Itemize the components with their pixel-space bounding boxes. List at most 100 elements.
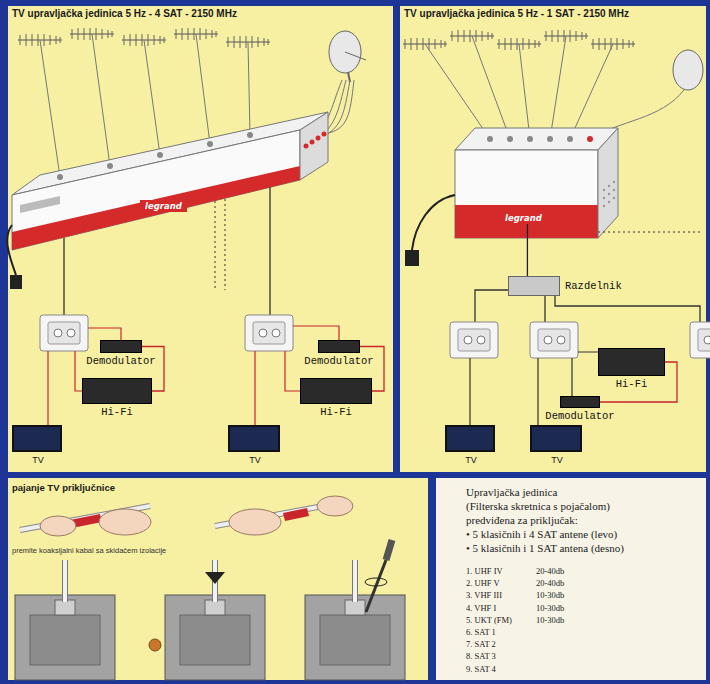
control-unit xyxy=(507,136,513,142)
hifi-unit: Hi-Fi xyxy=(82,378,152,404)
table-cell: 8. SAT 3 xyxy=(466,651,496,661)
antenna-array xyxy=(673,50,703,90)
control-unit xyxy=(608,201,610,203)
control-unit xyxy=(57,132,253,180)
control-unit xyxy=(547,136,553,142)
hifi-unit: Hi-Fi xyxy=(598,348,665,376)
control-unit xyxy=(322,132,327,137)
control-unit xyxy=(527,136,533,142)
wall-socket xyxy=(530,322,578,358)
demodulator-box: Demodulator xyxy=(560,396,600,408)
installation-illustration xyxy=(283,508,309,521)
wall-socket xyxy=(40,315,88,351)
installation-illustration xyxy=(317,496,353,516)
installation-illustration xyxy=(305,560,405,680)
splitter-box: Razdelnik xyxy=(508,276,560,296)
table-cell: 20-40db xyxy=(536,578,564,588)
installation-illustration xyxy=(15,560,115,680)
table-cell: 10-30db xyxy=(536,603,564,613)
control-unit xyxy=(310,140,315,145)
power-cord xyxy=(7,225,16,275)
installation-illustration xyxy=(386,540,392,560)
demodulator-box: Demodulator xyxy=(100,340,142,353)
panel-title: TV upravljačka jedinica 5 Hz - 1 SAT - 2… xyxy=(404,8,629,19)
device-label: Hi-Fi xyxy=(101,406,133,418)
wall-socket xyxy=(245,315,293,351)
device-label: Hi-Fi xyxy=(616,378,648,390)
installation-illustration xyxy=(99,509,151,535)
description-text: • 5 klasičnih i 4 SAT antene (levo) xyxy=(466,528,617,540)
control-unit xyxy=(567,136,573,142)
control-unit xyxy=(107,163,113,169)
device-label: Demodulator xyxy=(545,410,614,422)
cable-connector xyxy=(527,224,528,276)
installation-illustration xyxy=(149,639,161,651)
panel-title: TV upravljačka jedinica 5 Hz - 4 SAT - 2… xyxy=(12,8,237,19)
control-unit xyxy=(613,197,615,199)
description-text: (Filterska skretnica s pojačalom) xyxy=(466,500,610,512)
control-unit xyxy=(455,205,598,238)
installation-illustration xyxy=(40,516,76,536)
control-unit xyxy=(603,181,615,207)
panel-ground xyxy=(436,478,706,680)
tv-set: TV xyxy=(12,425,62,452)
tv-set: TV xyxy=(228,425,280,452)
description-text: predviđena za priključak: xyxy=(466,514,578,526)
coax-cable xyxy=(598,232,700,233)
device-label: TV xyxy=(32,455,44,465)
control-unit xyxy=(57,174,63,180)
wall-socket xyxy=(690,322,710,358)
panel-ground xyxy=(400,6,706,472)
brand-label: legrand xyxy=(500,212,547,224)
antenna-array xyxy=(425,36,613,139)
table-cell: 1. UHF IV xyxy=(466,566,503,576)
control-unit xyxy=(608,193,610,195)
control-unit xyxy=(455,150,598,238)
panel-ground xyxy=(8,478,428,680)
installation-illustration xyxy=(15,496,405,680)
table-cell: 10-30db xyxy=(536,590,564,600)
power-cord xyxy=(10,275,22,289)
device-label: Razdelnik xyxy=(565,280,622,292)
device-label: TV xyxy=(465,455,477,465)
power-cord xyxy=(405,250,419,266)
control-unit xyxy=(157,152,163,158)
control-unit xyxy=(603,205,605,207)
device-label: Demodulator xyxy=(86,355,155,367)
control-unit xyxy=(304,132,327,149)
device-label: Demodulator xyxy=(304,355,373,367)
control-unit xyxy=(300,112,328,180)
device-label: TV xyxy=(249,455,261,465)
demodulator-box: Demodulator xyxy=(318,340,360,353)
description-text: Upravljačka jedinica xyxy=(466,486,557,498)
control-unit xyxy=(598,128,618,238)
control-unit xyxy=(487,136,493,142)
tv-set: TV xyxy=(445,425,495,452)
installation-illustration xyxy=(205,572,225,584)
installation-illustration xyxy=(366,560,386,612)
table-cell: 20-40db xyxy=(536,566,564,576)
installation-illustration xyxy=(165,560,265,680)
panel-ground xyxy=(8,6,393,472)
control-unit xyxy=(20,196,60,213)
device-label: TV xyxy=(551,455,563,465)
wall-socket xyxy=(450,322,498,358)
table-cell: 5. UKT (FM) xyxy=(466,615,512,625)
tv-set: TV xyxy=(530,425,582,452)
power-cord xyxy=(412,195,455,250)
installation-illustration xyxy=(215,496,353,535)
device-label: Hi-Fi xyxy=(320,406,352,418)
installation-illustration xyxy=(305,560,405,680)
table-cell: 9. SAT 4 xyxy=(466,664,496,674)
control-unit xyxy=(12,130,300,250)
table-cell: 10-30db xyxy=(536,615,564,625)
control-unit xyxy=(613,181,615,183)
table-cell: 3. VHF III xyxy=(466,590,502,600)
signal-wire xyxy=(48,326,598,425)
brand-text: legrand xyxy=(145,201,182,211)
control-unit xyxy=(12,166,300,250)
brand-text: legrand xyxy=(505,213,542,223)
description-text: • 5 klasičnih i 1 SAT antena (desno) xyxy=(466,542,624,554)
instruction-note: premite koaksijalni kabal sa skidačem iz… xyxy=(12,546,166,555)
table-cell: 7. SAT 2 xyxy=(466,639,496,649)
